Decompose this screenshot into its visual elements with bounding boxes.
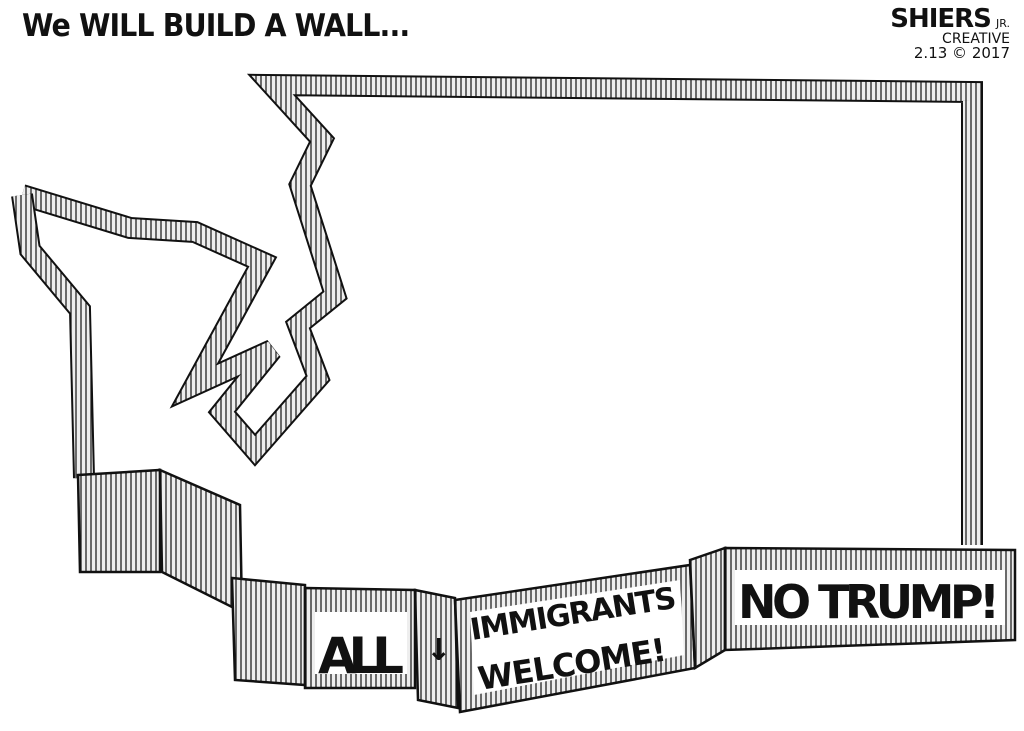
signature-date: 2.13 © 2017 [913, 44, 1010, 62]
signature-name: SHIERS [890, 4, 992, 34]
wall-outline [11, 73, 983, 545]
sign-all: ALL [318, 627, 404, 685]
cartoon-title: We WILL BUILD A WALL... [22, 8, 410, 44]
sign-arrow: ↓ [426, 633, 451, 668]
signature-studio: CREATIVE [942, 31, 1010, 47]
artist-signature: SHIERS JR. CREATIVE 2.13 © 2017 [890, 6, 1010, 61]
signature-suffix: JR. [996, 17, 1010, 30]
sign-no-trump: NO TRUMP! [738, 575, 1000, 629]
